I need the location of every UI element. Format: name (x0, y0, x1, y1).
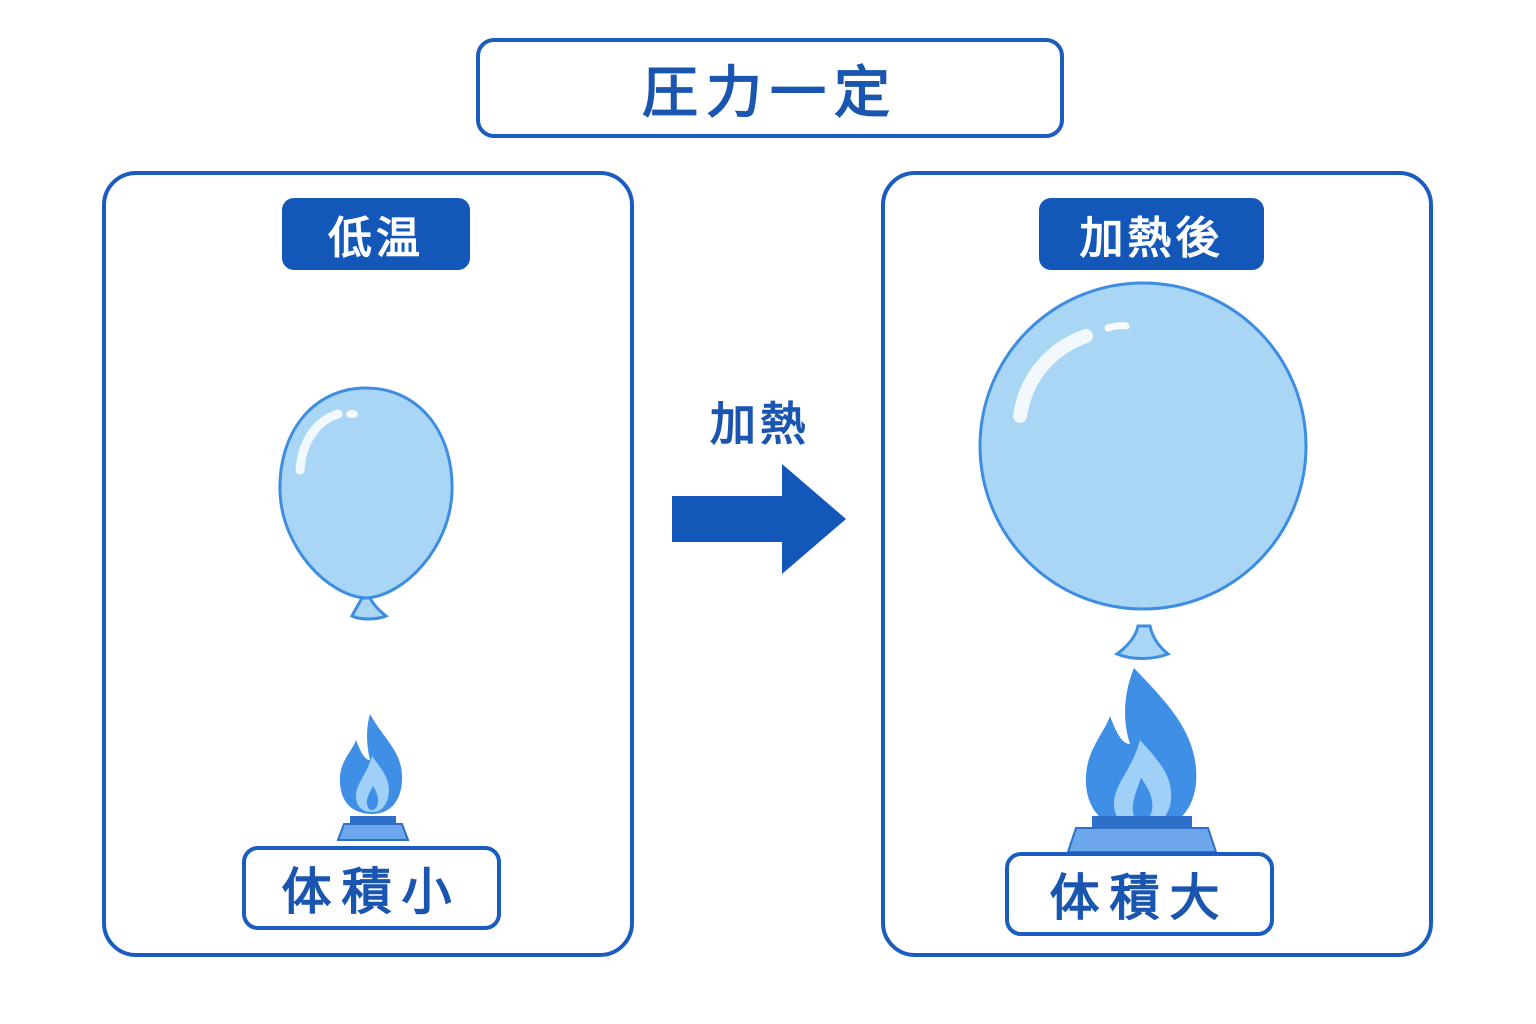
arrow-label: 加熱 (710, 397, 810, 451)
header-after-heating-text: 加熱後 (1079, 213, 1224, 264)
header-low-temp-text: 低温 (328, 213, 424, 264)
balloon-large-icon (978, 281, 1308, 660)
burner-small-icon (336, 816, 410, 841)
right-arrow-icon (672, 464, 846, 574)
flame-small-icon (339, 714, 403, 814)
burner-large-icon (1066, 816, 1218, 853)
header-badge-after-heating: 加熱後 (1039, 198, 1264, 270)
volume-label-large: 体積大 (1005, 852, 1274, 936)
balloon-small-icon (278, 386, 454, 621)
volume-large-text: 体積大 (1049, 869, 1230, 927)
page-title: 圧力一定 (642, 60, 898, 126)
volume-small-text: 体積小 (281, 863, 462, 921)
flame-large-icon (1085, 668, 1197, 832)
title-box: 圧力一定 (476, 38, 1064, 138)
header-badge-low-temp: 低温 (282, 198, 470, 270)
volume-label-small: 体積小 (242, 846, 501, 930)
